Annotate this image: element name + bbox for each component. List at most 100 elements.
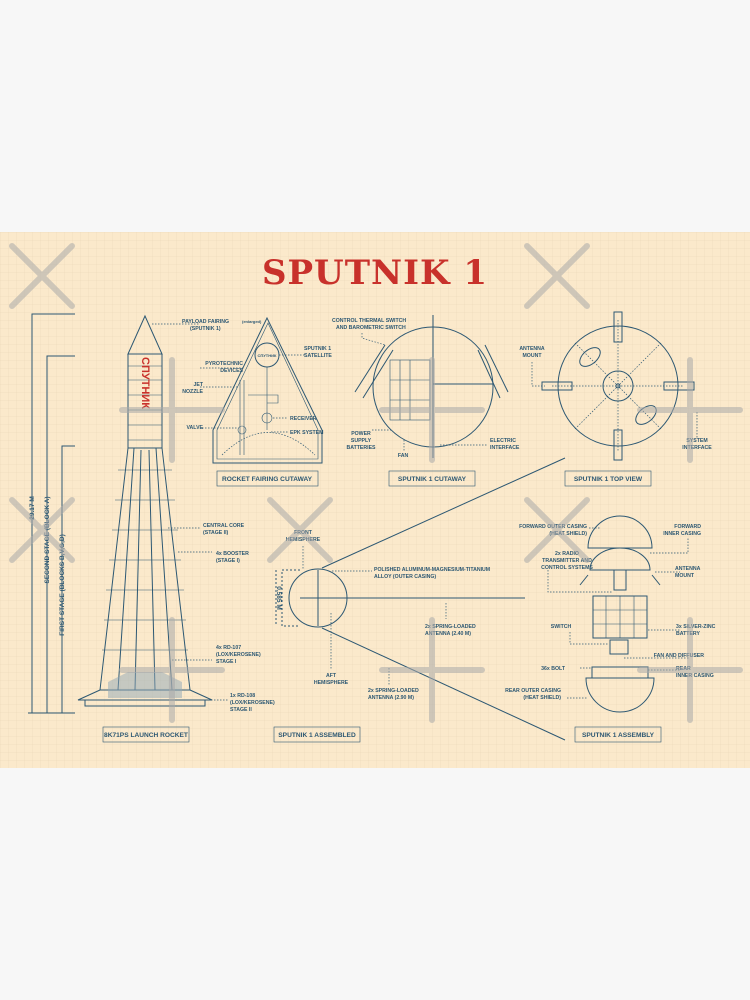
assembled-caption: SPUTNIK 1 ASSEMBLED (278, 732, 356, 739)
booster-label-2: (STAGE I) (216, 558, 240, 564)
rear-outer-label-1: REAR OUTER CASING (505, 688, 561, 694)
total-height-label: 29.17 M (29, 496, 36, 520)
label-text: REAR OUTER CASING(HEAT SHIELD) (505, 688, 561, 701)
booster-label-1: 4x BOOSTER (216, 551, 249, 557)
rear-outer-label-2: (HEAT SHIELD) (523, 695, 561, 701)
drawing-stroke (216, 470, 319, 487)
aft-label-1: AFT (326, 673, 337, 679)
label-text: PAYLOAD FAIRING(SPUTNIK 1) (182, 319, 229, 332)
drawing-stroke (152, 323, 228, 701)
topview-mount-label-1: ANTENNA (519, 346, 545, 352)
bolt-label: 36x BOLT (541, 666, 566, 672)
alloy-label-1: POLISHED ALUMINUM-MAGNESIUM-TITANIUM (374, 567, 490, 573)
valve-label: VALVE (186, 425, 203, 431)
label-text: CENTRAL CORE(STAGE II) (203, 523, 245, 536)
drawing-stroke (609, 639, 629, 655)
payload-label-1: PAYLOAD FAIRING (182, 319, 229, 325)
radio-label-3: CONTROL SYSTEMS (541, 565, 593, 571)
electric-label-2: INTERFACE (490, 445, 520, 451)
rd107-label-3: STAGE I (216, 659, 237, 665)
receiver-label: RECEIVER (290, 416, 317, 422)
switch-label: SWITCH (551, 624, 572, 630)
drawing-stroke (9, 243, 590, 563)
drawing-stroke (663, 381, 695, 391)
first-stage-label: FIRST STAGE (BLOCKS B,V,G,D) (59, 534, 66, 635)
drawing-stroke (28, 313, 75, 714)
drawing-stroke (221, 432, 316, 456)
satellite-label-1: SPUTNIK 1 (304, 346, 331, 352)
rd107-label-1: 4x RD-107 (216, 645, 241, 651)
jet-label-1: JET (193, 382, 203, 388)
fan-diffuser-label: FAN AND DIFFUSER (654, 653, 704, 659)
fan-label: FAN (398, 453, 409, 459)
drawing-stroke (102, 365, 188, 651)
battery-label-1: 3x SILVER-ZINC (676, 624, 716, 630)
dimension-lines: 29.17 M SECOND STAGE (BLOCK A) FIRST STA… (28, 313, 75, 714)
power-label-3: BATTERIES (346, 445, 376, 451)
launch-rocket-caption: 8K71PS LAUNCH ROCKET (104, 732, 188, 739)
rocket-cyrillic-label: СПУТНИК (139, 357, 151, 409)
drawing-stroke (593, 596, 647, 638)
rd108-label-2: (LOX/KEROSENE) (230, 700, 275, 706)
drawing-stroke (361, 333, 488, 452)
rd108-label-1: 1x RD-108 (230, 693, 255, 699)
satellite-label-2: SATELLITE (304, 353, 332, 359)
thermal-switch-label-2: AND BAROMETRIC SWITCH (336, 325, 406, 331)
label-text: 4x BOOSTER(STAGE I) (216, 551, 249, 564)
label-text: 4x RD-107(LOX/KEROSENE)STAGE I (216, 645, 261, 665)
pyro-label-1: PYROTECHNIC (205, 361, 243, 367)
jet-label-2: NOZZLE (182, 389, 203, 395)
drawing-stroke (102, 726, 190, 743)
drawing-stroke (531, 362, 698, 438)
topview-caption: SPUTNIK 1 TOP VIEW (574, 476, 643, 483)
radio-label-1: 2x RADIO (555, 551, 579, 557)
antenna240-label-1: 2x SPRING-LOADED (425, 624, 476, 630)
drawing-stroke (261, 412, 273, 424)
second-stage-label: SECOND STAGE (BLOCK A) (44, 496, 51, 583)
fwd-inner-label-1: FORWARD (674, 524, 701, 530)
drawing-stroke (579, 347, 601, 367)
drawing-stroke (216, 322, 319, 460)
power-label-1: POWER (351, 431, 371, 437)
system-label-2: INTERFACE (682, 445, 712, 451)
drawing-stroke (302, 546, 447, 686)
drawing-stroke (354, 344, 509, 399)
drawing-stroke (275, 569, 300, 627)
drawing-stroke (200, 354, 305, 433)
assembly-mount-label-1: ANTENNA (675, 566, 701, 572)
topview-mount-label-2: MOUNT (522, 353, 542, 359)
drawing-stroke (587, 515, 653, 549)
fwd-outer-label-2: (HEAT SHIELD) (549, 531, 587, 537)
drawing-stroke (564, 470, 652, 487)
assembly-caption: SPUTNIK 1 ASSEMBLY (582, 732, 655, 739)
drawing-stroke (300, 457, 566, 741)
drawing-stroke (390, 360, 430, 420)
poster-title: SPUTNIK 1 (262, 253, 488, 293)
antenna290-label-1: 2x SPRING-LOADED (368, 688, 419, 694)
drawing-stroke (585, 666, 655, 713)
fwd-inner-label-2: INNER CASING (663, 531, 701, 537)
radio-label-2: TRANSMITTER AND (542, 558, 592, 564)
label-text: 1x RD-108(LOX/KEROSENE)STAGE II (230, 693, 275, 713)
drawing-stroke (77, 689, 213, 707)
drawing-stroke (239, 367, 279, 455)
assembly-mount-label-2: MOUNT (675, 573, 695, 579)
aft-label-2: HEMISPHERE (314, 680, 349, 686)
pyro-label-2: DEVICES (220, 368, 243, 374)
drawing-stroke (119, 357, 743, 723)
